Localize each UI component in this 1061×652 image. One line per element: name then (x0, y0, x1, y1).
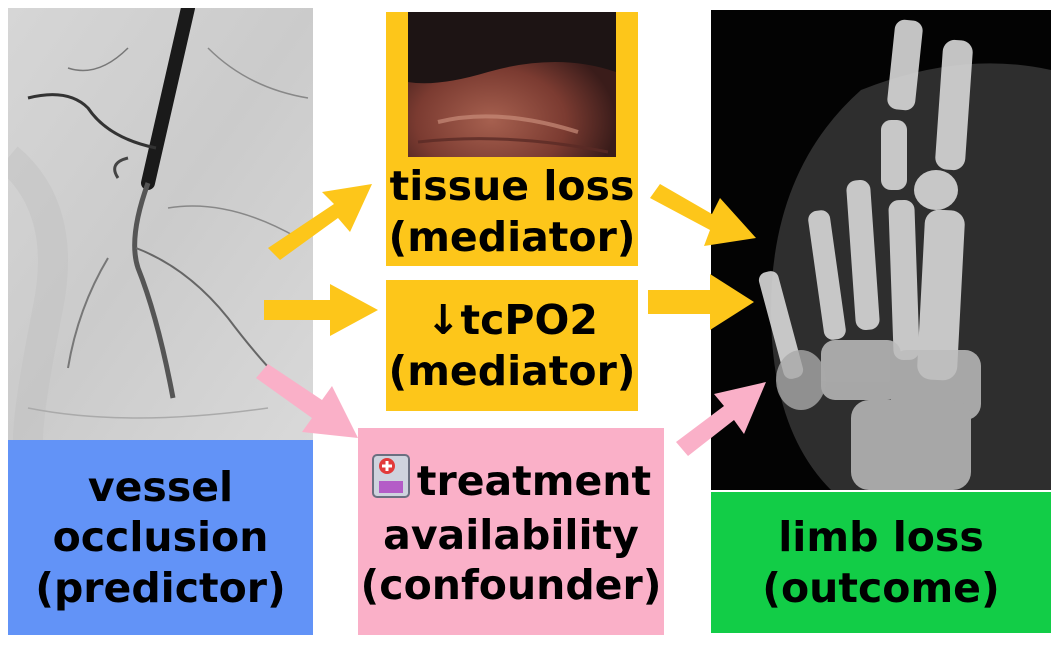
arrow-tissue-loss-to-outcome (648, 180, 760, 260)
confounder-line2: availability (383, 510, 639, 560)
arrow-confounder-to-outcome (670, 372, 770, 458)
confounder-node: treatment availability (confounder) (358, 428, 664, 635)
predictor-line2: occlusion (53, 512, 269, 562)
tissue-loss-line1: tissue loss (390, 161, 635, 211)
arrow-predictor-to-confounder (254, 362, 364, 442)
confounder-line3: (confounder) (361, 560, 662, 610)
outcome-line1: limb loss (778, 512, 983, 562)
predictor-line1: vessel (88, 462, 233, 512)
tissue-loss-line2: (mediator) (388, 212, 635, 262)
hospital-icon (371, 453, 411, 510)
outcome-node: limb loss (outcome) (711, 492, 1051, 633)
confounder-line1: treatment (417, 456, 651, 506)
outcome-line2: (outcome) (762, 563, 999, 613)
arrow-predictor-to-tcpo2 (262, 280, 382, 340)
tcpo2-line2: (mediator) (388, 346, 635, 396)
predictor-line3: (predictor) (35, 563, 286, 613)
arrow-tcpo2-to-outcome (646, 270, 758, 334)
arrow-predictor-to-tissue-loss (260, 180, 380, 260)
wound-photo (408, 12, 616, 157)
tcpo2-line1: ↓tcPO2 (426, 295, 598, 345)
confounder-line1-row: treatment (371, 453, 651, 510)
predictor-node: vessel occlusion (predictor) (8, 440, 313, 635)
tcpo2-node: ↓tcPO2 (mediator) (386, 280, 638, 411)
tissue-loss-node: tissue loss (mediator) (386, 12, 638, 266)
